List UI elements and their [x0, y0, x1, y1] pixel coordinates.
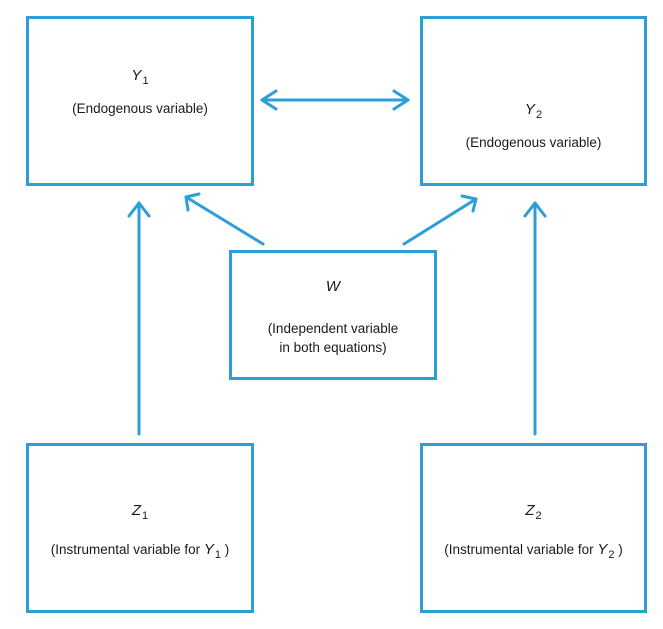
node-y1-symbol: Y1: [131, 67, 149, 87]
node-z2-symbol: Z2: [525, 502, 542, 522]
edge-w-to-y1: [184, 192, 265, 246]
node-y2-description: (Endogenous variable): [465, 135, 602, 150]
edge-y1-y2-bidirectional: [260, 89, 410, 111]
node-y2-symbol: Y2: [524, 101, 543, 121]
node-z2-description: (Instrumental variable for Y2 ): [444, 541, 623, 561]
edge-z1-to-y1: [127, 201, 151, 436]
node-w-description-line1: (Independent variable: [267, 321, 399, 336]
node-z1-description: (Instrumental variable for Y1 ): [50, 541, 230, 561]
node-z1-symbol: Z1: [131, 502, 149, 522]
node-w-symbol: W: [325, 278, 341, 295]
node-y1: Y1 (Endogenous variable): [26, 16, 254, 186]
edge-z2-to-y2: [523, 201, 547, 436]
node-w: W (Independent variable in both equation…: [229, 250, 437, 380]
node-w-description-line2: in both equations): [279, 340, 387, 355]
node-z1: Z1 (Instrumental variable for Y1 ): [26, 443, 254, 613]
node-y2: Y2 (Endogenous variable): [420, 16, 647, 186]
edge-w-to-y2: [402, 194, 478, 246]
node-z2: Z2 (Instrumental variable for Y2 ): [420, 443, 647, 613]
node-y1-description: (Endogenous variable): [72, 101, 208, 116]
